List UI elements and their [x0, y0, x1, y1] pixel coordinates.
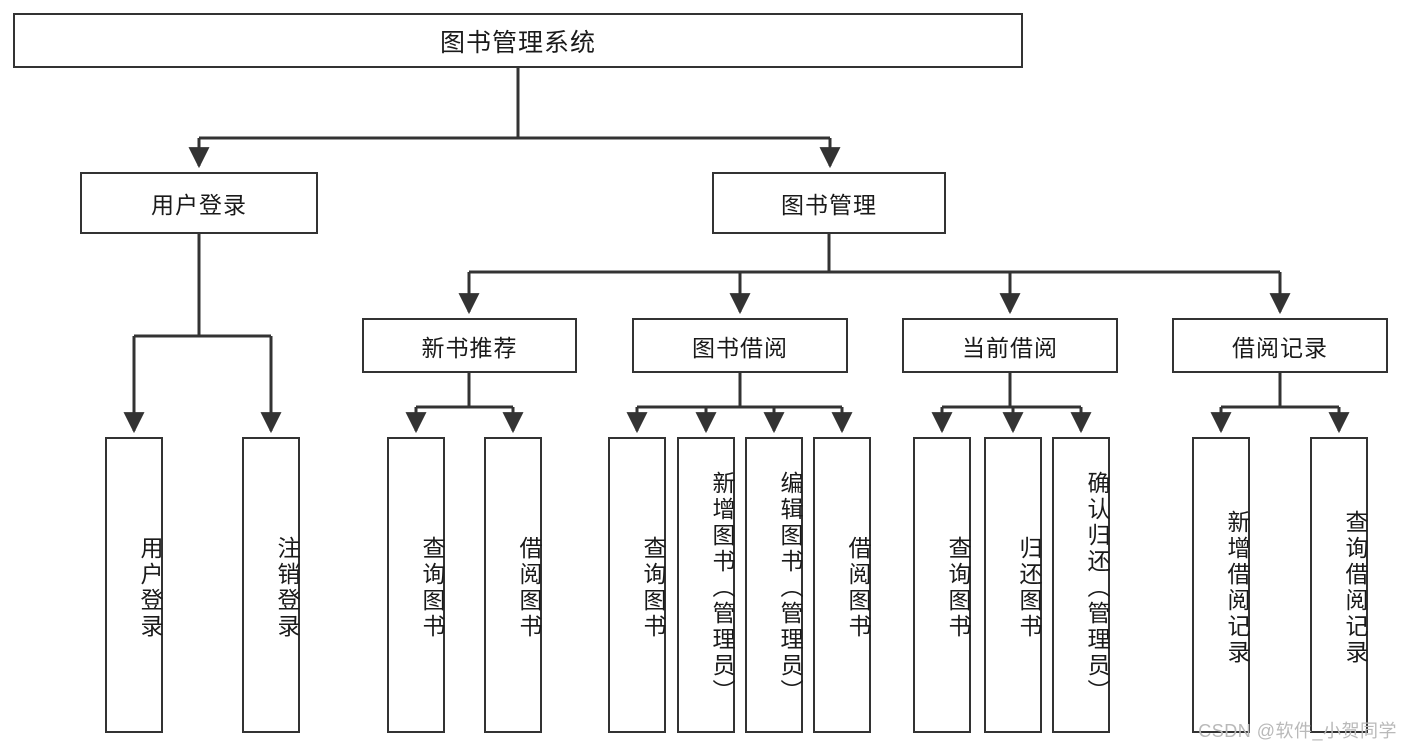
leaf-user-login[interactable]: 用户登录	[105, 437, 163, 733]
leaf-query-book-current[interactable]: 查询图书	[913, 437, 971, 733]
leaf-confirm-return-admin[interactable]: 确认归还（管理员）	[1052, 437, 1110, 733]
node-label: 编辑图书（管理员）	[777, 471, 803, 705]
node-book-borrow[interactable]: 图书借阅	[632, 318, 848, 373]
node-label: 用户登录	[151, 192, 247, 218]
node-label: 借阅记录	[1232, 334, 1328, 361]
node-label: 归还图书	[1016, 536, 1042, 640]
node-label: 查询借阅记录	[1342, 510, 1368, 666]
leaf-query-book-borrow[interactable]: 查询图书	[608, 437, 666, 733]
node-current-borrow[interactable]: 当前借阅	[902, 318, 1118, 373]
leaf-edit-book-admin[interactable]: 编辑图书（管理员）	[745, 437, 803, 733]
node-label: 新增借阅记录	[1224, 510, 1250, 666]
node-label: 图书管理	[781, 192, 877, 218]
leaf-add-borrow-record[interactable]: 新增借阅记录	[1192, 437, 1250, 733]
node-label: 借阅图书	[845, 536, 871, 640]
leaf-query-borrow-record[interactable]: 查询借阅记录	[1310, 437, 1368, 733]
node-user-login[interactable]: 用户登录	[80, 172, 318, 234]
node-label: 用户登录	[137, 536, 163, 640]
node-label: 查询图书	[640, 536, 666, 640]
node-borrow-record[interactable]: 借阅记录	[1172, 318, 1388, 373]
node-label: 注销登录	[274, 536, 300, 640]
node-label: 确认归还（管理员）	[1084, 471, 1110, 705]
leaf-add-book-admin[interactable]: 新增图书（管理员）	[677, 437, 735, 733]
leaf-logout-login[interactable]: 注销登录	[242, 437, 300, 733]
node-label: 查询图书	[419, 536, 445, 640]
node-label: 图书借阅	[692, 334, 788, 361]
leaf-return-book[interactable]: 归还图书	[984, 437, 1042, 733]
csdn-watermark: CSDN @软件_小贺同学	[1198, 721, 1397, 741]
node-label: 借阅图书	[516, 536, 542, 640]
node-root-book-management-system[interactable]: 图书管理系统	[13, 13, 1023, 68]
node-label: 新增图书（管理员）	[709, 471, 735, 705]
leaf-query-book-recommend[interactable]: 查询图书	[387, 437, 445, 733]
node-new-book-recommend[interactable]: 新书推荐	[362, 318, 577, 373]
leaf-borrow-book-recommend[interactable]: 借阅图书	[484, 437, 542, 733]
node-label: 图书管理系统	[439, 28, 596, 57]
node-label: 新书推荐	[421, 334, 518, 361]
leaf-borrow-book[interactable]: 借阅图书	[813, 437, 871, 733]
node-label: 查询图书	[945, 536, 971, 640]
node-label: 当前借阅	[962, 334, 1058, 361]
node-book-management[interactable]: 图书管理	[712, 172, 946, 234]
